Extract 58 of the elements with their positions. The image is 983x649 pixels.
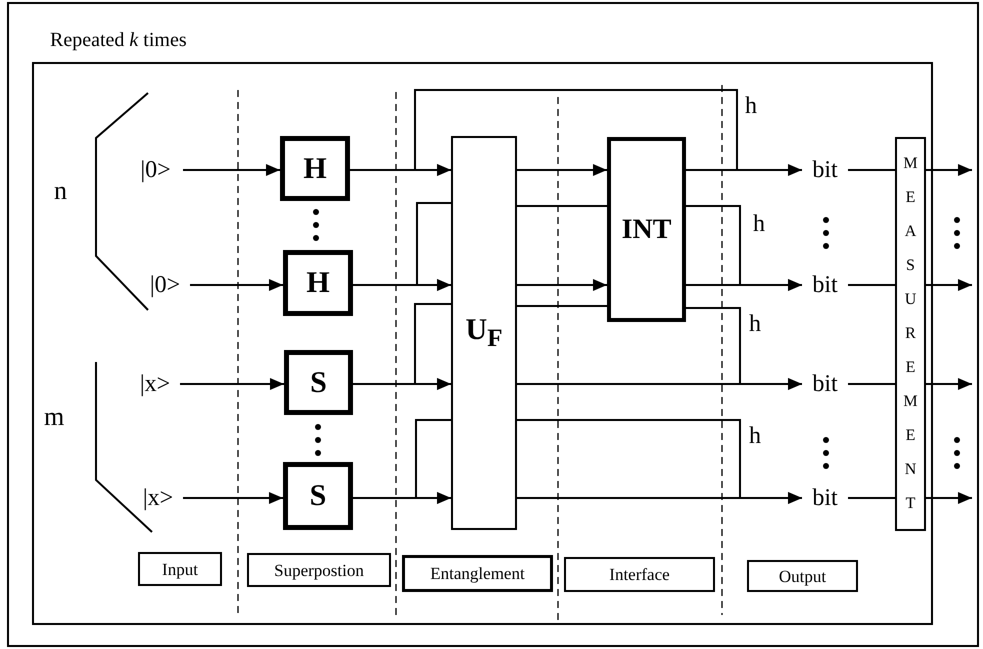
stage-label bbox=[247, 553, 391, 587]
box-label: MEASUREMENT bbox=[902, 154, 918, 514]
gate-box bbox=[283, 462, 353, 530]
arrow bbox=[190, 279, 283, 291]
measurement-box bbox=[895, 137, 926, 531]
arrow bbox=[686, 205, 802, 291]
box-label: Output bbox=[778, 568, 826, 584]
gate-box bbox=[284, 350, 353, 415]
arrow bbox=[517, 164, 607, 176]
box-label: S bbox=[310, 368, 327, 398]
connector-line bbox=[848, 169, 895, 171]
bit-label: bit bbox=[812, 486, 838, 510]
box-label: S bbox=[310, 481, 326, 511]
box-label: Input bbox=[162, 560, 198, 578]
arrow bbox=[926, 164, 972, 176]
connector-line bbox=[848, 497, 895, 499]
box-label: U$_{F}$ bbox=[466, 315, 502, 351]
qubit-state-label: |0> bbox=[140, 158, 171, 182]
gate-box bbox=[280, 136, 350, 201]
arrow bbox=[517, 279, 607, 291]
box-label: H bbox=[306, 268, 330, 298]
box-label: INT bbox=[622, 216, 672, 244]
gate-box bbox=[283, 250, 353, 316]
arrow bbox=[414, 89, 738, 176]
arrow bbox=[517, 419, 802, 504]
box-label: H bbox=[303, 154, 327, 184]
bit-label: bit bbox=[812, 372, 838, 396]
operator-box bbox=[607, 137, 686, 322]
bit-label: bit bbox=[812, 158, 838, 182]
stage-label bbox=[564, 557, 715, 592]
arrow bbox=[416, 202, 451, 291]
arrow bbox=[686, 307, 802, 390]
connector-line bbox=[517, 305, 607, 307]
arrow bbox=[926, 492, 972, 504]
arrow bbox=[414, 303, 451, 390]
arrow bbox=[926, 279, 972, 291]
qubit-state-label: |x> bbox=[142, 486, 174, 510]
qubit-state-label: |0> bbox=[150, 273, 180, 297]
stage-label bbox=[402, 555, 553, 592]
connector-line bbox=[848, 284, 895, 286]
operator-box bbox=[451, 136, 517, 530]
stage-label bbox=[747, 560, 858, 592]
box-label: Superpostion bbox=[274, 562, 364, 578]
arrow bbox=[926, 378, 972, 390]
register-size-label: n bbox=[54, 178, 67, 204]
stage-label bbox=[138, 552, 222, 586]
box-label: Interface bbox=[609, 566, 670, 583]
frame-heading: Repeated k times bbox=[50, 30, 187, 50]
bit-label: bit bbox=[812, 273, 838, 297]
register-size-label: m bbox=[44, 404, 64, 430]
arrow bbox=[183, 492, 283, 504]
connector-line bbox=[517, 205, 607, 207]
box-label: Entanglement bbox=[430, 565, 525, 582]
arrow bbox=[180, 378, 284, 390]
qubit-state-label: |x> bbox=[140, 372, 170, 396]
arrow bbox=[183, 164, 280, 176]
connector-line bbox=[848, 383, 895, 385]
arrow bbox=[415, 419, 451, 504]
